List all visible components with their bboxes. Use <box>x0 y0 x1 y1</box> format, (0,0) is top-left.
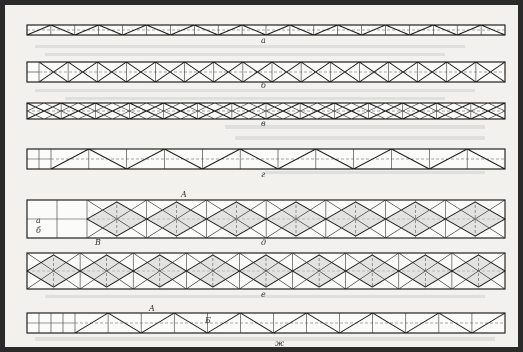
truss-strip-6 <box>27 253 505 289</box>
mark-f_b: Б <box>204 316 211 325</box>
truss-strip-5 <box>27 200 505 238</box>
strip-label-2: б <box>261 81 266 90</box>
truss-strip-3 <box>27 103 505 119</box>
strip-label-7: ж <box>275 339 284 347</box>
mark-f_a: A <box>148 304 155 313</box>
strip-label-1: а <box>261 36 266 45</box>
strip-label-3: в <box>261 119 266 128</box>
strip-label-5: д <box>261 238 266 247</box>
strip-label-4: г <box>261 170 265 179</box>
truss-strip-4 <box>27 149 505 169</box>
truss-strip-7 <box>27 313 505 333</box>
strip-label-6: е <box>261 290 266 299</box>
truss-strip-2 <box>27 62 505 82</box>
mark-d_top: A <box>180 190 187 199</box>
mark-d_left_a: а <box>36 216 41 225</box>
mark-e_left: B <box>94 238 101 247</box>
mark-d_left_b: б <box>36 226 41 235</box>
truss-strip-1 <box>27 25 505 35</box>
